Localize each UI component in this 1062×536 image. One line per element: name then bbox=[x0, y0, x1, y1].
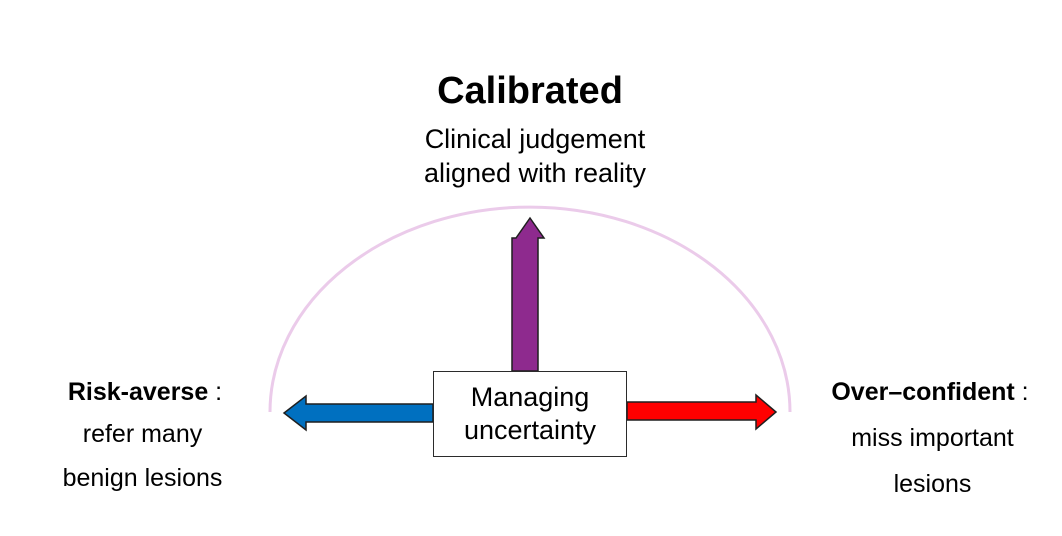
arrow-right-over-confident bbox=[626, 393, 778, 431]
calibrated-description-line-1: Clinical judgement bbox=[424, 124, 646, 154]
risk-averse-description-line-1: refer many bbox=[82, 420, 203, 448]
over-confident-separator: : bbox=[1014, 378, 1029, 406]
risk-averse-description-line-2: benign lesions bbox=[62, 464, 223, 492]
risk-averse-heading: Risk-averse : bbox=[10, 378, 280, 407]
over-confident-label: Over–confident bbox=[831, 378, 1015, 406]
calibrated-description-line-2: aligned with reality bbox=[423, 158, 647, 188]
managing-uncertainty-box: Managing uncertainty bbox=[433, 371, 627, 457]
center-box-line-2: uncertainty bbox=[463, 415, 597, 445]
calibrated-title: Calibrated bbox=[437, 70, 623, 112]
risk-averse-label: Risk-averse bbox=[67, 378, 209, 406]
over-confident-description-line-1: miss important bbox=[851, 424, 1014, 452]
over-confident-heading: Over–confident : bbox=[795, 378, 1062, 407]
center-box-line-1: Managing bbox=[470, 382, 590, 412]
risk-averse-separator: : bbox=[208, 378, 223, 406]
arrow-left-risk-averse bbox=[282, 394, 434, 432]
calibration-arc bbox=[268, 205, 792, 413]
over-confident-description-line-2: lesions bbox=[893, 470, 972, 498]
arrow-up-calibrated bbox=[511, 216, 546, 372]
